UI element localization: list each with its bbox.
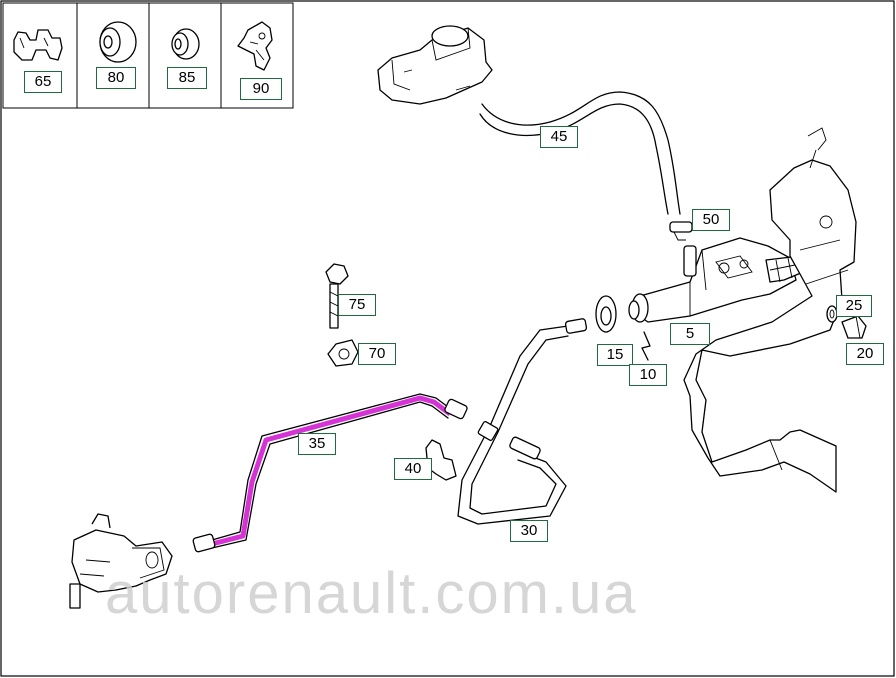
callout-40[interactable]: 40 xyxy=(394,458,432,480)
pedal-bracket xyxy=(683,127,857,493)
pressure-hose xyxy=(457,325,569,525)
clutch-slave-cylinder xyxy=(69,513,173,609)
callout-65[interactable]: 65 xyxy=(24,71,62,93)
reservoir-hose xyxy=(481,91,681,215)
callout-70[interactable]: 70 xyxy=(358,343,396,365)
callout-25[interactable]: 25 xyxy=(836,295,872,317)
callout-15[interactable]: 15 xyxy=(597,344,633,366)
line-clip xyxy=(327,339,359,367)
clutch-line-highlighted xyxy=(192,393,468,553)
hose-fitting-lower xyxy=(509,436,541,460)
hose-clamp xyxy=(669,221,693,241)
callout-30[interactable]: 30 xyxy=(510,520,548,542)
callout-10[interactable]: 10 xyxy=(629,364,667,386)
callout-35[interactable]: 35 xyxy=(298,433,336,455)
clutch-master-cylinder xyxy=(628,237,835,323)
callout-20[interactable]: 20 xyxy=(846,343,884,365)
legend-box xyxy=(2,2,294,109)
mounting-bolt xyxy=(841,315,867,339)
callout-80[interactable]: 80 xyxy=(96,67,136,89)
fluid-reservoir xyxy=(377,25,493,105)
callout-50[interactable]: 50 xyxy=(692,209,730,231)
callout-45[interactable]: 45 xyxy=(540,126,578,148)
callout-5[interactable]: 5 xyxy=(670,323,710,345)
grommet-icon xyxy=(99,21,137,63)
callout-75[interactable]: 75 xyxy=(338,294,376,316)
seal-ring xyxy=(595,295,617,333)
hose-bracket xyxy=(425,439,457,481)
hose-fitting-upper xyxy=(564,318,588,334)
bracket-clip-icon xyxy=(237,21,273,71)
callout-85[interactable]: 85 xyxy=(167,67,207,89)
spring-pin xyxy=(641,331,651,361)
bushing-icon xyxy=(171,28,200,60)
callout-90[interactable]: 90 xyxy=(240,78,282,100)
clip-icon xyxy=(13,29,63,61)
hose-fitting-middle xyxy=(477,421,499,441)
